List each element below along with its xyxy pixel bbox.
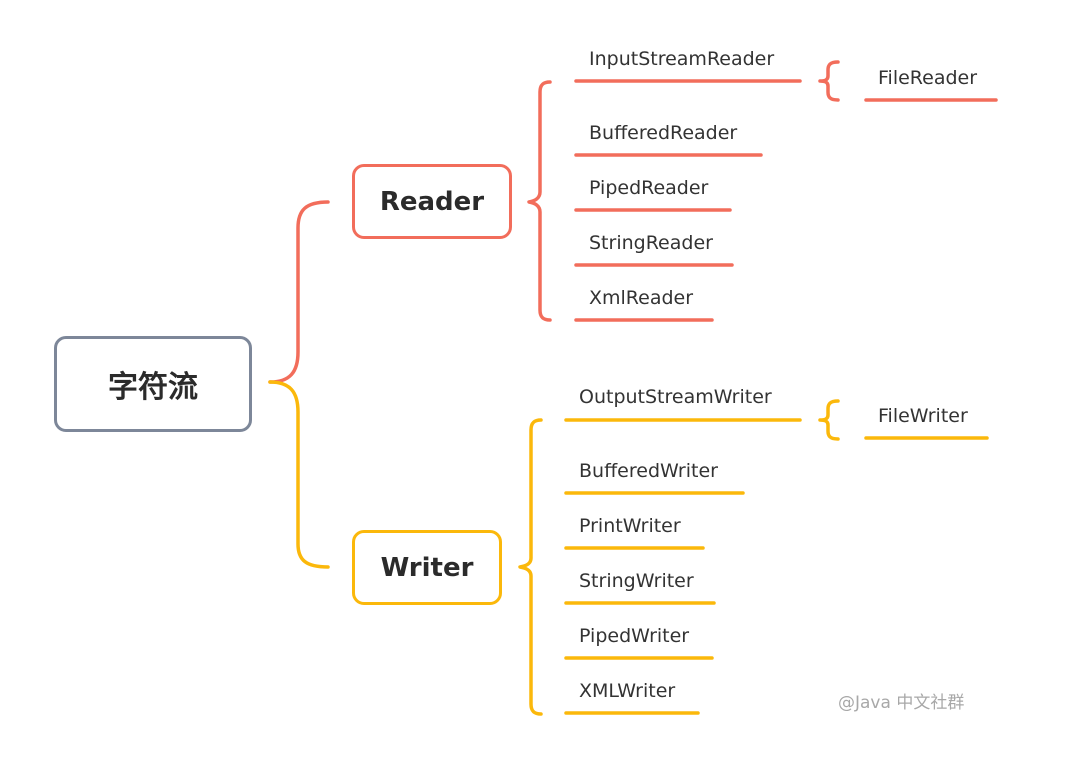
leaf-outputstreamwriter: OutputStreamWriter: [579, 386, 772, 408]
root-node-character-stream: 字符流: [54, 336, 252, 432]
leaf-bufferedwriter: BufferedWriter: [579, 460, 718, 482]
leaf-stringreader: StringReader: [589, 232, 713, 254]
leaf-xmlwriter: XMLWriter: [579, 680, 676, 702]
reader-node-label: Reader: [379, 186, 485, 217]
watermark-text: @Java 中文社群: [838, 693, 965, 713]
leaf-printwriter: PrintWriter: [579, 515, 681, 537]
leaf-xmlreader: XmlReader: [589, 287, 694, 309]
root-writer-connector: [268, 380, 330, 569]
reader-children-bracket: [527, 80, 552, 322]
writer-children-bracket: [518, 418, 543, 716]
leaf-filewriter: FileWriter: [878, 405, 968, 427]
writer-node: Writer: [352, 530, 502, 605]
root-node-label: 字符流: [108, 370, 198, 405]
leaf-inputstreamreader: InputStreamReader: [589, 48, 775, 70]
leaf-stringwriter: StringWriter: [579, 570, 694, 592]
reader-node: Reader: [352, 164, 512, 239]
leaf-bufferedreader: BufferedReader: [589, 122, 738, 144]
root-reader-connector: [268, 200, 330, 384]
leaf-pipedwriter: PipedWriter: [579, 625, 690, 647]
leaf-filereader: FileReader: [878, 67, 978, 89]
leaf-pipedreader: PipedReader: [589, 177, 709, 199]
filewriter-bracket: [818, 399, 840, 441]
writer-node-label: Writer: [380, 552, 474, 583]
filereader-bracket: [818, 60, 840, 102]
